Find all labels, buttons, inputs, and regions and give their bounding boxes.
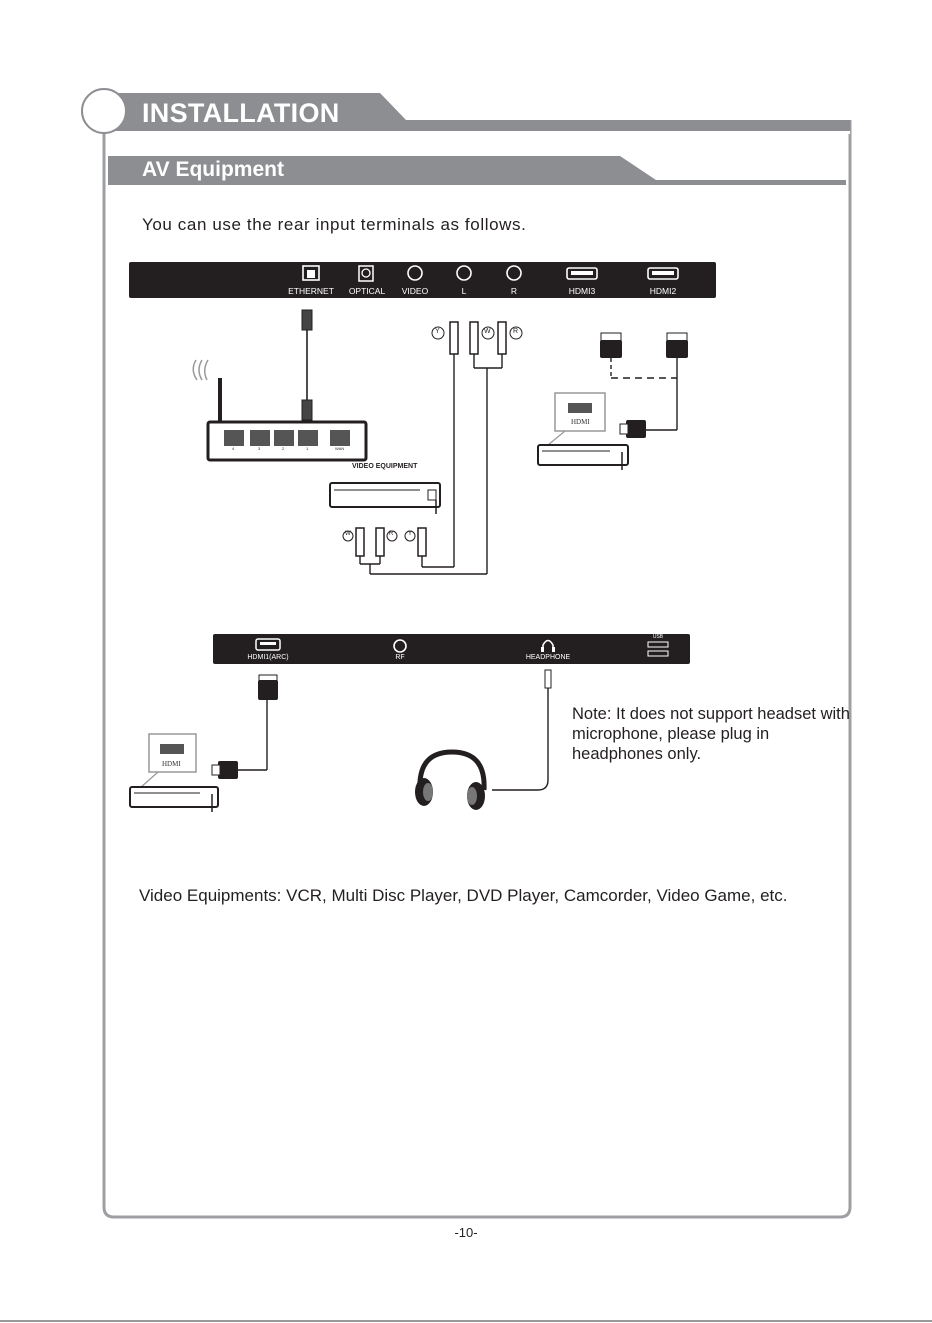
connection-diagram-lower [129,669,552,812]
router-port-1: 1 [306,446,309,451]
audio-l-port-icon [456,265,472,281]
hdmi-device-upper [537,392,629,470]
headphone-port-icon [541,639,555,652]
section-subtitle: AV Equipment [142,158,284,181]
port-label-video: VIDEO [401,286,429,296]
rca-label-r-top: R [513,328,519,335]
port-label-rf: RF [395,654,405,661]
video-equipment-label: VIDEO EQUIPMENT [352,463,418,470]
rca-label-w-bottom: W [345,531,351,537]
hdmi1-port-icon [255,638,281,651]
hdmi-cables-upper [600,332,688,438]
audio-r-port-icon [506,265,522,281]
port-label-r: R [510,286,518,296]
optical-port-icon [358,265,374,282]
side-panel-icons [255,638,669,657]
hdmi-device-label-lower: HDMI [162,760,181,768]
rf-port-icon [393,639,407,653]
port-label-optical: OPTICAL [348,286,386,296]
hdmi-device-lower [129,733,219,812]
rear-panel-icons [302,265,679,282]
hdmi-cable-lower [211,674,278,779]
port-label-hdmi2: HDMI2 [649,286,677,296]
rear-panel [129,262,716,298]
port-label-hdmi1-arc: HDMI1(ARC) [247,654,289,661]
router-port-3: 3 [258,446,261,451]
rca-plugs-bottom [342,527,487,575]
rca-plugs-top [431,321,523,574]
router-port-2: 2 [282,446,285,451]
port-label-ethernet: ETHERNET [288,286,334,296]
port-label-hdmi3: HDMI3 [568,286,596,296]
hdmi-device-label-upper: HDMI [571,418,590,426]
router-port-4: 4 [232,446,235,451]
ethernet-port-icon [302,265,320,281]
rca-label-w-top: W [484,328,491,335]
port-label-l: L [461,286,467,296]
section-title: INSTALLATION [142,98,340,128]
headphones-icon [415,749,487,810]
usb-port-icon [647,641,669,657]
ethernet-cable [301,309,313,421]
port-label-usb: USB [652,634,664,640]
connection-diagram-upper [192,309,688,575]
port-label-headphone: HEADPHONE [525,654,571,661]
rca-label-y-bottom: Y [408,531,413,537]
video-equipment-box [329,482,441,514]
headphone-cable [492,669,552,791]
video-port-icon [407,265,423,281]
hdmi3-port-icon [566,267,598,280]
rca-label-r-bottom: R [389,531,394,537]
intro-text: You can use the rear input terminals as … [142,215,527,234]
hdmi2-port-icon [647,267,679,280]
router-icon [192,359,368,462]
video-equipment-list: Video Equipments: VCR, Multi Disc Player… [139,886,788,905]
router-port-wan: WAN [335,446,345,451]
rca-label-y-top: Y [435,328,440,335]
headphone-note: Note: It does not support headset with m… [572,705,850,763]
page-number: -10- [454,1225,478,1240]
side-panel [213,634,690,664]
